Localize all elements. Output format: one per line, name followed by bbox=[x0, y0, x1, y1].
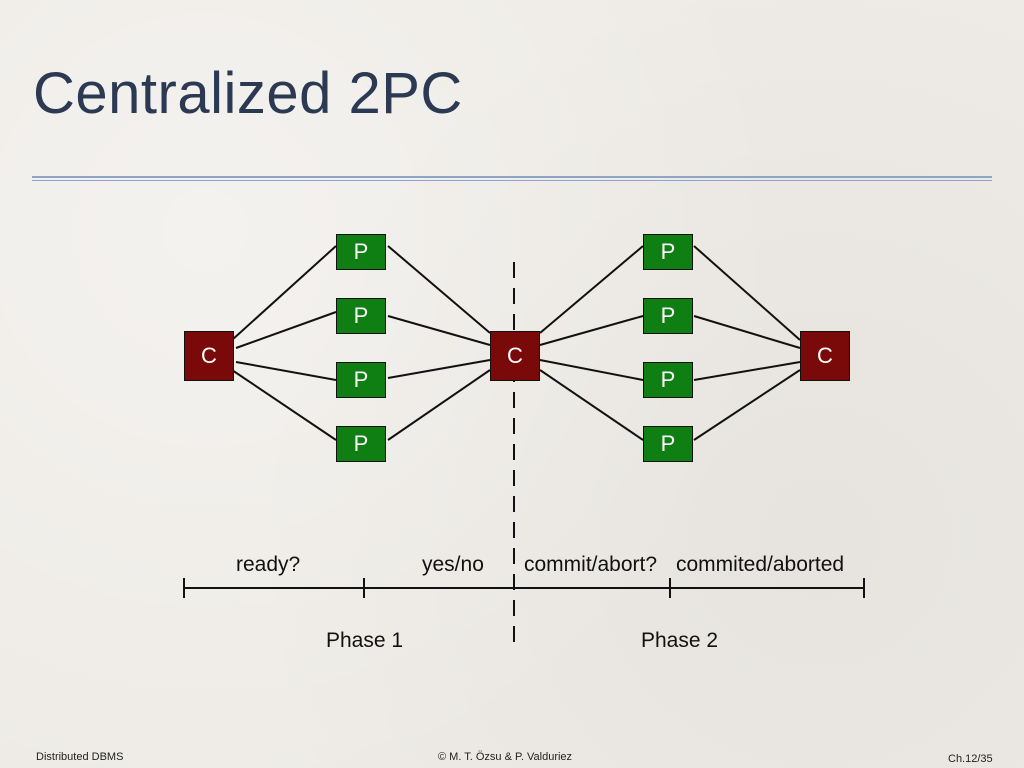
edge-p2d-c3 bbox=[693, 369, 801, 441]
message-commit-abort: commit/abort? bbox=[524, 553, 658, 576]
participant-node-phase1-4: P bbox=[336, 426, 386, 462]
coordinator-node-middle: C bbox=[490, 331, 540, 381]
edge-c2-p2a bbox=[539, 245, 644, 334]
footer-course: Distributed DBMS bbox=[36, 751, 124, 763]
coordinator-node-left: C bbox=[184, 331, 234, 381]
edge-c1-p1b bbox=[235, 311, 337, 349]
edge-p1b-c2 bbox=[387, 315, 491, 346]
coordinator-label: C bbox=[817, 343, 833, 368]
edge-p2b-c3 bbox=[693, 315, 801, 349]
edge-c2-p2d bbox=[539, 369, 644, 441]
participant-label: P bbox=[353, 303, 369, 328]
edge-c1-p1c bbox=[235, 361, 337, 381]
edge-p1d-c2 bbox=[387, 369, 491, 441]
participant-node-phase2-4: P bbox=[643, 426, 693, 462]
participant-node-phase2-1: P bbox=[643, 234, 693, 270]
participant-label: P bbox=[353, 367, 369, 392]
participant-node-phase1-3: P bbox=[336, 362, 386, 398]
edge-c1-p1d bbox=[231, 369, 337, 441]
edge-p1c-c2 bbox=[387, 359, 491, 379]
phase2-label: Phase 2 bbox=[641, 629, 719, 652]
message-commited-aborted: commited/aborted bbox=[676, 553, 845, 576]
message-ready: ready? bbox=[236, 553, 301, 576]
participant-label: P bbox=[660, 431, 676, 456]
footer-copyright: © M. T. Özsu & P. Valduriez bbox=[438, 751, 573, 763]
participant-label: P bbox=[660, 367, 676, 392]
coordinator-node-right: C bbox=[800, 331, 850, 381]
coordinator-label: C bbox=[201, 343, 217, 368]
title-rule-bottom bbox=[32, 180, 992, 181]
edge-c2-p2b bbox=[539, 315, 644, 346]
edge-p2a-c3 bbox=[693, 245, 801, 341]
title-rule-top bbox=[32, 176, 992, 178]
coordinator-label: C bbox=[507, 343, 523, 368]
edge-p1a-c2 bbox=[387, 245, 491, 334]
phase1-label: Phase 1 bbox=[326, 629, 404, 652]
participant-node-phase2-3: P bbox=[643, 362, 693, 398]
participant-node-phase1-2: P bbox=[336, 298, 386, 334]
edge-p2c-c3 bbox=[693, 361, 801, 381]
participant-node-phase1-1: P bbox=[336, 234, 386, 270]
participant-label: P bbox=[353, 431, 369, 456]
slide-title: Centralized 2PC bbox=[33, 61, 463, 126]
participant-label: P bbox=[353, 239, 369, 264]
edge-c2-p2c bbox=[539, 359, 644, 381]
participant-node-phase2-2: P bbox=[643, 298, 693, 334]
edge-c1-p1a bbox=[231, 245, 337, 341]
participant-label: P bbox=[660, 239, 676, 264]
participant-label: P bbox=[660, 303, 676, 328]
message-yes-no: yes/no bbox=[422, 553, 484, 576]
footer-page-number: Ch.12/35 bbox=[948, 753, 993, 765]
